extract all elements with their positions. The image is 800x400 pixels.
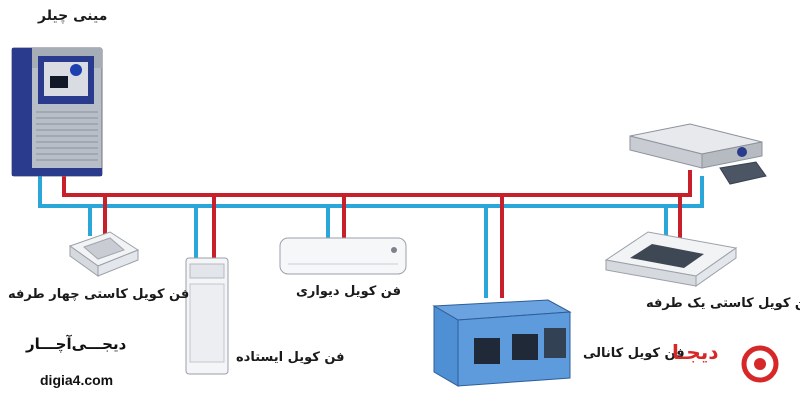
supply-pipes (62, 170, 692, 298)
brand-logo-icon (741, 345, 779, 383)
supply-main-pipe (62, 170, 692, 197)
logo-gear-icon (741, 345, 779, 383)
ceiling-ducted-unit (629, 123, 767, 185)
label-floor-standing: فن کویل ایستاده (236, 350, 345, 365)
brand-name: دیجـــی‌آچـــار (26, 335, 127, 353)
logo-text: دیجـا (672, 340, 719, 364)
label-mini-chiller: مینی چیلر (38, 8, 108, 24)
return-main-pipe (38, 172, 704, 208)
label-cassette-four-way: فن کویل کاستی چهار طرفه (8, 287, 190, 302)
cassette-one-way-unit (604, 231, 738, 287)
mini-chiller-unit (11, 47, 103, 177)
ducted-unit (432, 299, 572, 387)
wall-mounted-unit (279, 237, 407, 275)
return-pipes (38, 172, 704, 298)
floor-standing-unit (185, 257, 229, 375)
label-ducted: فن کویل کانالی (583, 346, 685, 361)
label-cassette-one-way: فن کویل کاستی یک طرفه (646, 296, 800, 311)
label-wall-mounted: فن کویل دیواری (296, 284, 402, 299)
brand-url: digia4.com (40, 372, 114, 388)
cassette-four-way-unit (68, 231, 140, 277)
